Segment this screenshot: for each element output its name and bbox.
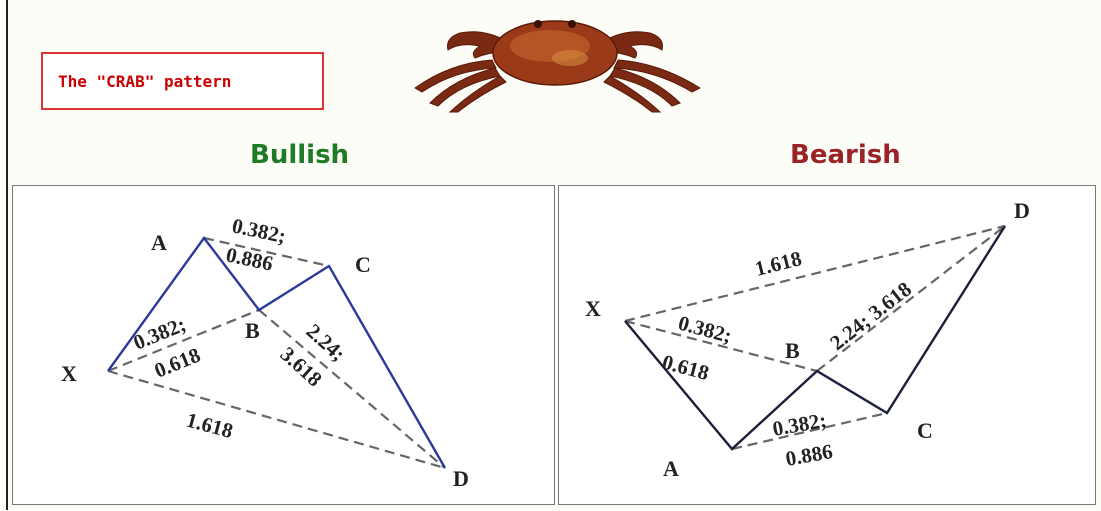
bearish-diagram: X A B C D 1.618 0.382; 0.618 2.24; 3.618… bbox=[559, 186, 1097, 506]
bull-pattern-line bbox=[108, 238, 445, 468]
bear-bd-ratio: 2.24; 3.618 bbox=[825, 277, 916, 355]
left-border bbox=[6, 0, 8, 510]
page-title: The "CRAB" pattern bbox=[58, 72, 231, 91]
bear-point-c: C bbox=[917, 418, 933, 443]
bull-point-x: X bbox=[61, 361, 77, 386]
bear-ac-ratio-bottom: 0.886 bbox=[784, 439, 835, 471]
bear-xb-ratio-bottom: 0.618 bbox=[660, 350, 712, 385]
title-box: The "CRAB" pattern bbox=[41, 52, 324, 110]
bear-point-x: X bbox=[585, 296, 601, 321]
crab-image bbox=[400, 8, 710, 113]
bear-xd-ratio: 1.618 bbox=[752, 246, 804, 281]
bear-ac-ratio-top: 0.382; bbox=[771, 408, 829, 441]
bull-point-b: B bbox=[245, 318, 260, 343]
bear-point-b: B bbox=[785, 338, 800, 363]
bull-point-d: D bbox=[453, 466, 469, 491]
bear-point-d: D bbox=[1014, 198, 1030, 223]
bull-xd-ratio: 1.618 bbox=[184, 408, 236, 443]
bullish-heading: Bullish bbox=[250, 140, 349, 170]
bear-xd-dashed bbox=[625, 226, 1005, 321]
bear-point-a: A bbox=[663, 456, 679, 481]
bearish-heading: Bearish bbox=[790, 140, 901, 170]
bullish-panel: X A B C D 0.382; 0.886 0.382; 0.618 2.24… bbox=[12, 185, 555, 505]
bull-ab-ratio-bottom: 0.886 bbox=[224, 242, 275, 275]
bullish-diagram: X A B C D 0.382; 0.886 0.382; 0.618 2.24… bbox=[13, 186, 556, 506]
bull-point-a: A bbox=[151, 230, 167, 255]
bull-xb-ratio-bottom: 0.618 bbox=[151, 343, 204, 383]
bull-bd-dashed bbox=[259, 310, 445, 468]
bull-point-c: C bbox=[355, 252, 371, 277]
bull-ab-ratio-top: 0.382; bbox=[230, 213, 288, 248]
bull-xd-dashed bbox=[108, 371, 445, 468]
bearish-panel: X A B C D 1.618 0.382; 0.618 2.24; 3.618… bbox=[558, 185, 1096, 505]
